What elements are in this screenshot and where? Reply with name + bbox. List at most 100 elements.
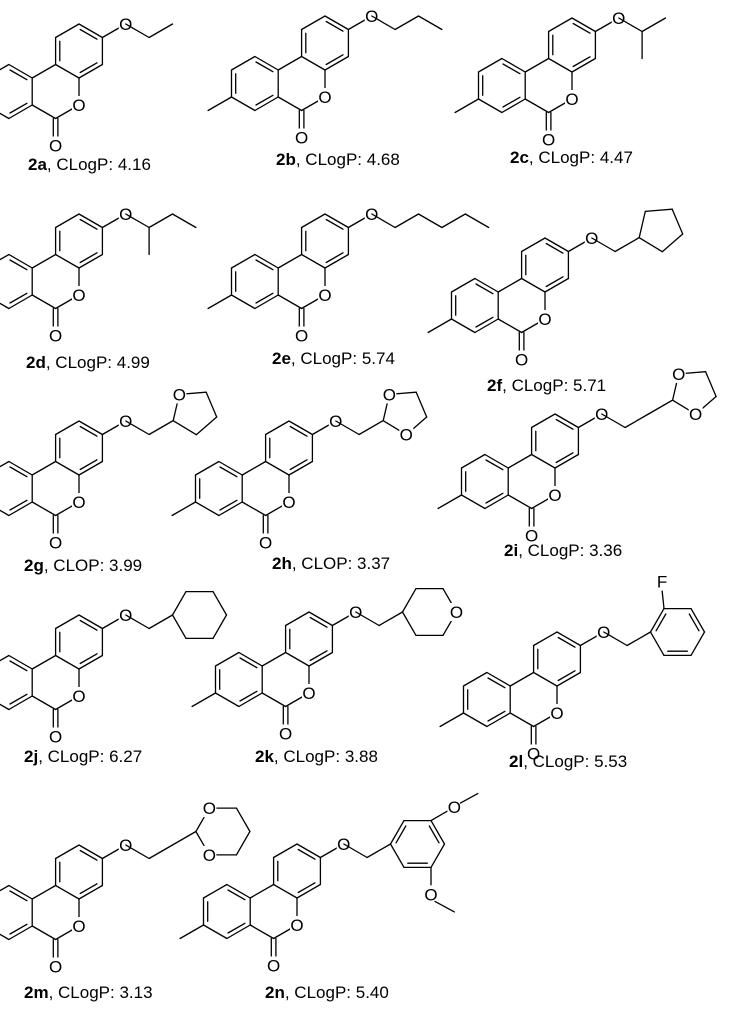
bond [501, 98, 526, 114]
bond [148, 213, 174, 229]
bond [214, 651, 240, 667]
bond [54, 654, 80, 670]
property-value: 5.53 [594, 752, 628, 771]
bond [31, 294, 57, 310]
bond [78, 614, 104, 630]
atom-mask [294, 326, 309, 345]
compound-structure-2b: OOO [207, 7, 443, 148]
bond [78, 63, 104, 79]
ring-oxygen-label: O [565, 90, 578, 109]
caption-separator: , [284, 983, 295, 1002]
bond [509, 671, 535, 687]
bond [507, 494, 533, 510]
carbonyl-oxygen-label: O [542, 131, 555, 150]
bond [554, 413, 580, 429]
bond [264, 420, 290, 436]
caption-colon: : [346, 983, 356, 1002]
bond [0, 933, 10, 941]
caption-colon: : [99, 747, 110, 766]
bond [524, 98, 550, 114]
bond [324, 253, 350, 269]
property-value: 5.71 [573, 376, 607, 395]
ring-oxygen-label: O [290, 916, 303, 935]
compound-id: 2m [24, 983, 49, 1002]
atom-mask [449, 603, 464, 621]
atom-mask [447, 798, 462, 817]
bond [502, 63, 521, 75]
bond [0, 302, 10, 310]
bond [31, 253, 57, 269]
bond [8, 925, 33, 941]
atom-mask [48, 326, 63, 345]
bond [205, 391, 218, 418]
bond [272, 883, 298, 899]
bond [254, 294, 279, 310]
atom-mask [294, 128, 309, 147]
bond [9, 923, 28, 935]
atom-mask [72, 96, 86, 114]
bond [474, 318, 499, 334]
bond [638, 237, 663, 253]
bond [31, 654, 57, 670]
bond [355, 611, 380, 627]
carbonyl-oxygen-label: O [267, 957, 280, 976]
bond [31, 884, 57, 900]
bond [485, 492, 504, 504]
property-value: 3.37 [357, 554, 391, 573]
bond [8, 63, 33, 79]
bond [54, 844, 80, 860]
bond [389, 819, 405, 845]
bond [460, 494, 486, 510]
caption-colon: : [357, 150, 367, 169]
bond [484, 494, 509, 510]
bond [464, 213, 490, 229]
ring-oxygen-label: O [72, 96, 85, 115]
bond [78, 23, 104, 39]
carbonyl-oxygen-label: O [49, 728, 62, 747]
bond [520, 237, 546, 253]
carbonyl-oxygen-label: O [259, 534, 272, 553]
property-value: 4.99 [116, 353, 150, 372]
bond [78, 213, 104, 229]
bond [125, 420, 150, 436]
bond [79, 849, 98, 861]
property-name: CLogP [511, 376, 564, 395]
compound-id: 2n [265, 983, 285, 1002]
compound-caption: 2f, CLogP: 5.71 [487, 377, 606, 394]
caption-colon: : [99, 556, 110, 575]
bond [79, 425, 98, 437]
bond [462, 712, 488, 728]
compound-caption: 2j, CLogP: 6.27 [24, 748, 142, 765]
bond [9, 292, 28, 304]
bond [507, 453, 533, 469]
compound-caption: 2c, CLogP: 4.47 [510, 149, 633, 166]
bond [324, 213, 350, 229]
caption-separator: , [43, 556, 54, 575]
caption-separator: , [295, 150, 306, 169]
bond [532, 671, 558, 687]
bond [179, 924, 205, 940]
bond [31, 460, 57, 476]
bond [171, 614, 187, 640]
carbonyl-oxygen-label: O [49, 958, 62, 977]
caption-colon: : [352, 349, 362, 368]
bond [125, 614, 150, 630]
bond [54, 614, 80, 630]
bond [459, 792, 479, 804]
bond [219, 499, 238, 511]
bond [289, 425, 308, 437]
bond [8, 654, 33, 670]
bond [148, 614, 174, 630]
bond [148, 420, 174, 436]
bond [547, 17, 573, 33]
caption-separator: , [48, 983, 59, 1002]
bond [54, 884, 80, 900]
ring-oxygen-label: O [282, 493, 295, 512]
caption-separator: , [46, 155, 57, 174]
bond [571, 57, 597, 73]
atom-mask [72, 493, 86, 511]
property-name: CLogP [300, 349, 353, 368]
bond [31, 104, 57, 120]
